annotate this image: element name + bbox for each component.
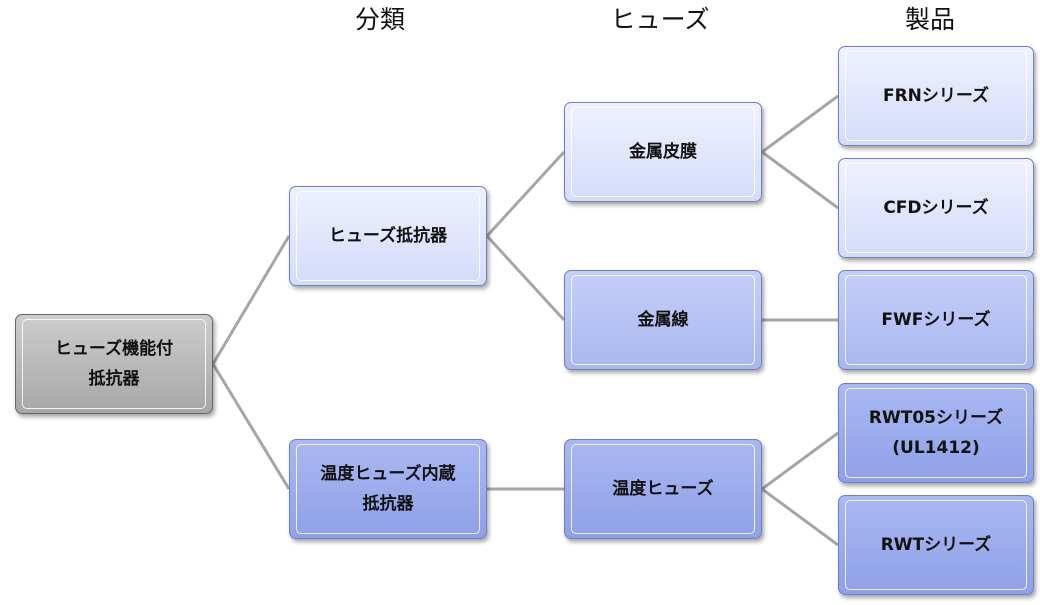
header-product: 製品 xyxy=(904,5,955,34)
node-product-frn: FRNシリーズ xyxy=(838,46,1034,146)
node-thermal-fuse-resistor-line1: 温度ヒューズ内蔵 xyxy=(320,464,456,484)
node-metal-wire-label: 金属線 xyxy=(637,310,689,330)
node-product-fwf-label: FWFシリーズ xyxy=(881,310,991,330)
node-root-line2: 抵抗器 xyxy=(88,369,140,389)
node-product-rwt05-line1: RWT05シリーズ xyxy=(868,408,1004,428)
connector-metal-film-to-frn xyxy=(761,94,839,154)
node-metal-film: 金属皮膜 xyxy=(564,102,762,202)
node-thermal-fuse: 温度ヒューズ xyxy=(564,439,762,539)
connector-thermal-fuse-to-rwt05 xyxy=(761,431,839,491)
node-product-fwf: FWFシリーズ xyxy=(838,270,1034,370)
node-metal-wire: 金属線 xyxy=(564,270,762,370)
node-metal-film-label: 金属皮膜 xyxy=(629,142,697,162)
node-fuse-resistor-label: ヒューズ抵抗器 xyxy=(328,226,448,246)
node-root: ヒューズ機能付 抵抗器 xyxy=(15,314,213,414)
node-product-rwt05: RWT05シリーズ (UL1412) xyxy=(838,383,1034,483)
node-product-cfd: CFDシリーズ xyxy=(838,158,1034,258)
node-product-rwt: RWTシリーズ xyxy=(838,495,1034,595)
connector-fuse-resistor-to-metal-wire xyxy=(485,234,566,322)
node-thermal-fuse-label: 温度ヒューズ xyxy=(612,479,714,499)
header-fuse: ヒューズ xyxy=(610,5,710,34)
connector-root-to-fuse-resistor xyxy=(211,235,291,365)
node-root-line1: ヒューズ機能付 xyxy=(54,339,174,359)
node-thermal-fuse-resistor-line2: 抵抗器 xyxy=(362,494,414,514)
node-thermal-fuse-resistor: 温度ヒューズ内蔵 抵抗器 xyxy=(289,439,487,539)
connector-root-to-thermal-fuse-resistor xyxy=(211,363,291,490)
connector-thermal-fuse-to-rwt xyxy=(761,487,839,547)
header-category: 分類 xyxy=(354,5,405,34)
connector-metal-film-to-cfd xyxy=(761,150,839,210)
connector-fuse-resistor-to-metal-film xyxy=(485,150,566,238)
node-fuse-resistor: ヒューズ抵抗器 xyxy=(289,186,487,286)
node-product-cfd-label: CFDシリーズ xyxy=(883,198,989,218)
node-product-frn-label: FRNシリーズ xyxy=(882,86,990,106)
node-product-rwt-label: RWTシリーズ xyxy=(880,535,992,555)
node-product-rwt05-line2: (UL1412) xyxy=(892,438,980,458)
